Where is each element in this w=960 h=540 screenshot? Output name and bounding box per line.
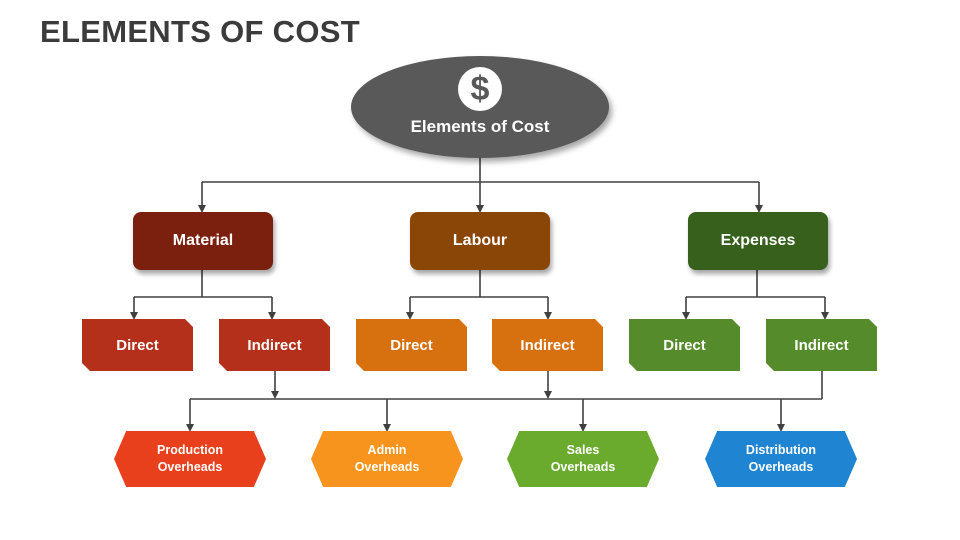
expenses-indirect: Indirect bbox=[766, 319, 877, 371]
page-title: ELEMENTS OF COST bbox=[40, 14, 360, 49]
category-labour: Labour bbox=[410, 212, 550, 270]
sales-overheads-line2: Overheads bbox=[550, 460, 616, 474]
sales-overheads-line1: Sales bbox=[566, 443, 600, 457]
distribution-overheads-line1: Distribution bbox=[745, 443, 817, 457]
production-overheads-line1: Production bbox=[157, 443, 223, 457]
production-overheads-line2: Overheads bbox=[157, 460, 223, 474]
category-expenses: Expenses bbox=[688, 212, 828, 270]
distribution-overheads-line2: Overheads bbox=[748, 460, 814, 474]
labour-indirect: Indirect bbox=[492, 319, 603, 371]
material-indirect: Indirect bbox=[219, 319, 330, 371]
expenses-direct: Direct bbox=[629, 319, 740, 371]
dollar-icon: $ bbox=[458, 67, 502, 111]
category-material: Material bbox=[133, 212, 273, 270]
root-node-label: Elements of Cost bbox=[410, 117, 550, 136]
admin-overheads-line2: Overheads bbox=[354, 460, 420, 474]
labour-direct: Direct bbox=[356, 319, 467, 371]
admin-overheads-line1: Admin bbox=[367, 443, 407, 457]
material-direct: Direct bbox=[82, 319, 193, 371]
